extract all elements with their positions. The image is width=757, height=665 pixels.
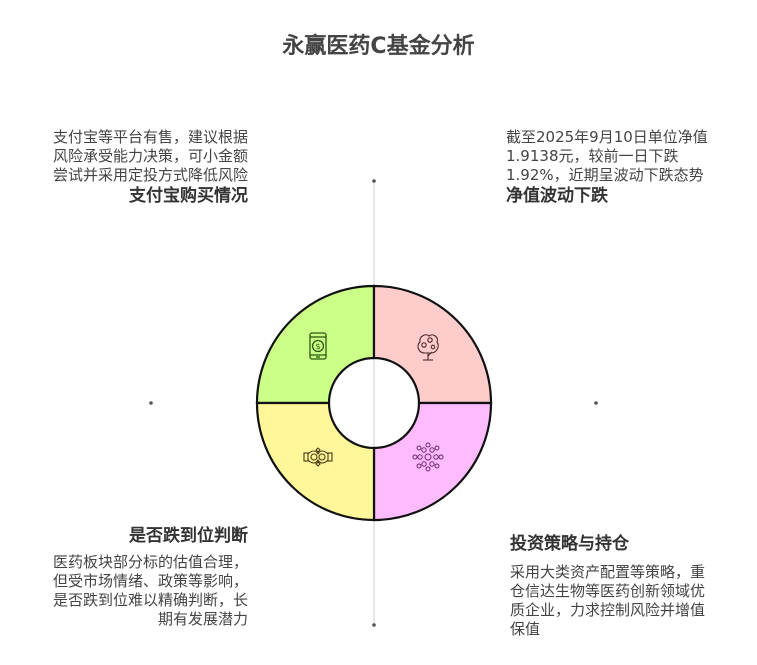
handshake-icon — [303, 447, 333, 467]
segment-bottom-judgment[interactable] — [255, 401, 376, 522]
mobile-payment-icon: $ — [309, 332, 327, 360]
section-strategy: 投资策略与持仓 采用大类资产配置等策略，重仓信达生物等医药创新领域优质企业，力求… — [510, 533, 715, 639]
section-bottom-judgment-text: 医药板块部分标的估值合理，但受市场情绪、政策等影响，是否跌到位难以精确判断，长期… — [52, 553, 248, 628]
section-alipay-text: 支付宝等平台有售，建议根据风险承受能力决策，可小金额尝试并采用定投方式降低风险 — [52, 128, 248, 184]
anchor-dot-top — [372, 179, 376, 183]
section-nav-decline: 截至2025年9月10日单位净值1.9138元，较前一日下跌1.92%，近期呈波… — [506, 128, 720, 207]
anchor-dot-bottom — [372, 623, 376, 627]
section-nav-decline-heading: 净值波动下跌 — [506, 186, 608, 206]
money-tree-icon — [417, 334, 439, 361]
section-bottom-judgment: 是否跌到位判断 医药板块部分标的估值合理，但受市场情绪、政策等影响，是否跌到位难… — [40, 525, 248, 629]
diagram-title: 永赢医药C基金分析 — [282, 34, 475, 59]
segment-alipay[interactable] — [255, 284, 376, 405]
section-alipay: 支付宝等平台有售，建议根据风险承受能力决策，可小金额尝试并采用定投方式降低风险 … — [40, 128, 248, 207]
section-bottom-judgment-heading: 是否跌到位判断 — [129, 526, 248, 546]
anchor-dot-right — [594, 401, 598, 405]
anchor-dot-left — [149, 401, 153, 405]
segment-nav-decline[interactable] — [372, 284, 493, 405]
molecule-network-icon — [412, 442, 444, 472]
section-strategy-text: 采用大类资产配置等策略，重仓信达生物等医药创新领域优质企业，力求控制风险并增值保… — [510, 563, 706, 638]
svg-text:$: $ — [315, 342, 320, 351]
section-nav-decline-text: 截至2025年9月10日单位净值1.9138元，较前一日下跌1.92%，近期呈波… — [506, 128, 708, 184]
section-alipay-heading: 支付宝购买情况 — [129, 186, 248, 206]
section-strategy-heading: 投资策略与持仓 — [510, 534, 629, 554]
